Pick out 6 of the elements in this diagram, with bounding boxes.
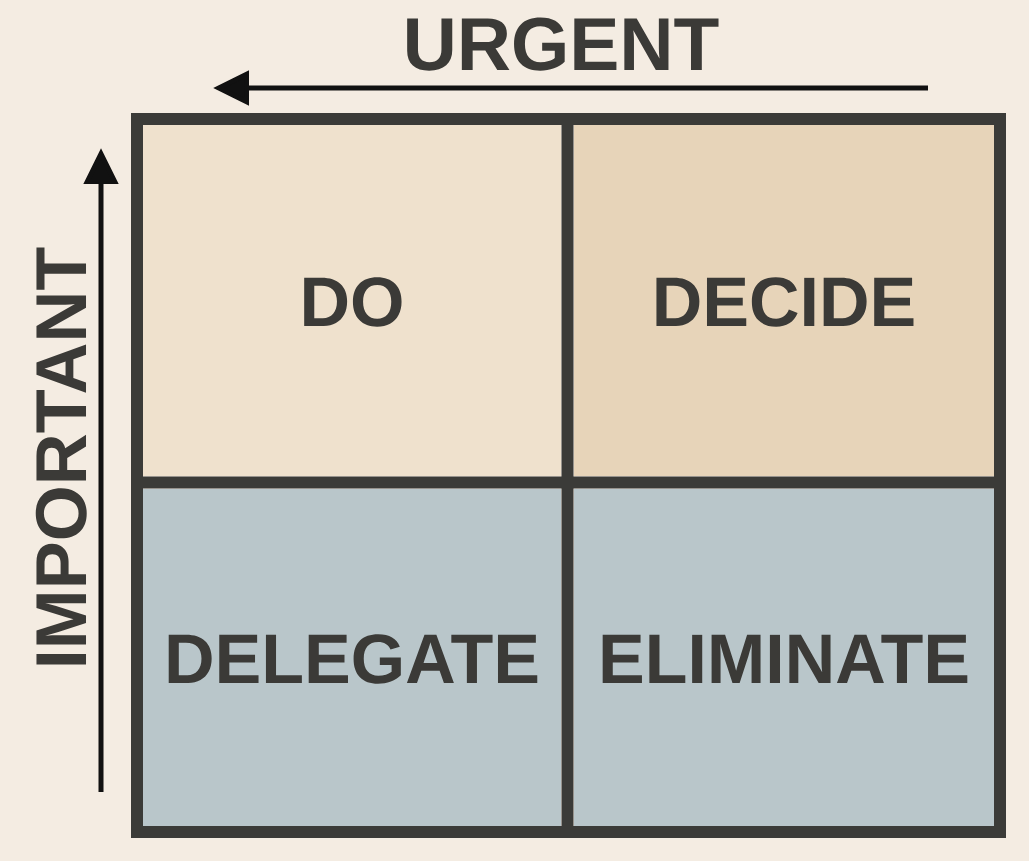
quadrant-box: DO [143,125,561,476]
quadrant-box: ELIMINATE [574,489,994,826]
axis-label: URGENT [407,17,719,71]
quadrant-box: DECIDE [574,125,994,476]
axis-label: IMPORTANT [35,247,87,665]
quadrant-box: DELEGATE [143,489,561,826]
